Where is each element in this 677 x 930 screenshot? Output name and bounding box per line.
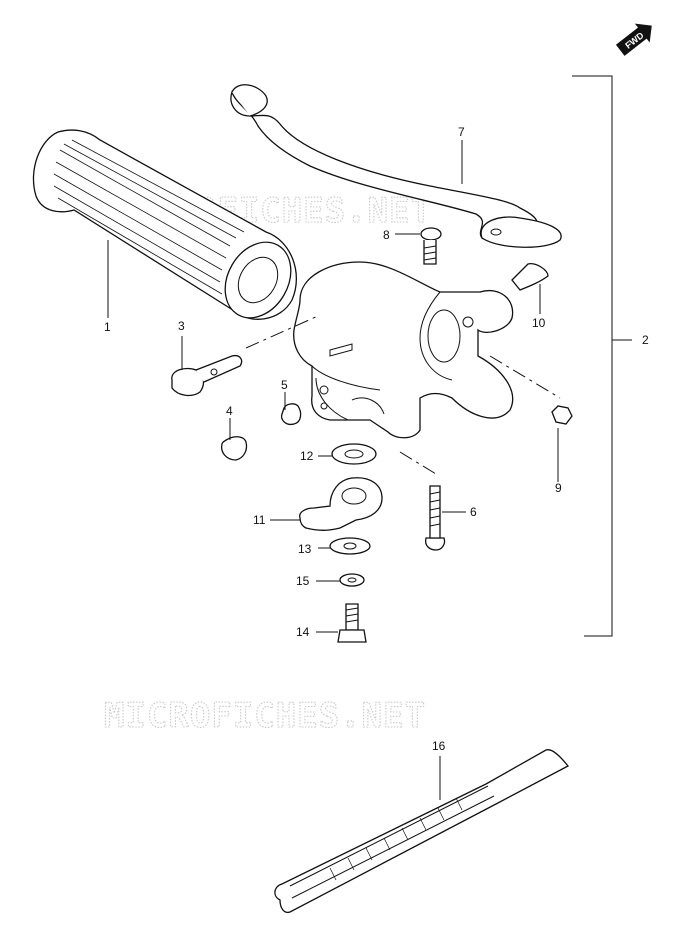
callout-2: 2 — [642, 333, 649, 347]
nut-part — [551, 405, 573, 425]
switch-housing-part — [293, 261, 514, 439]
adjuster-screw-part — [171, 354, 243, 397]
callout-7: 7 — [458, 125, 465, 139]
rubber-cap-part — [280, 403, 302, 426]
callout-11: 11 — [253, 513, 266, 527]
lever-part — [230, 84, 562, 248]
callout-14: 14 — [296, 625, 310, 639]
callout-16: 16 — [432, 739, 446, 753]
callout-1: 1 — [104, 320, 111, 334]
callout-13: 13 — [298, 542, 312, 556]
choke-lever-part — [299, 477, 383, 531]
screw-part — [424, 485, 446, 551]
callout-4: 4 — [226, 404, 233, 418]
cap-part — [220, 436, 248, 461]
assembly-bracket — [572, 75, 613, 637]
callout-12: 12 — [300, 449, 314, 463]
grip-part — [32, 129, 297, 320]
lever-bolt-part — [420, 227, 442, 265]
clip-part — [511, 263, 549, 291]
fwd-arrow-icon: FWD — [615, 23, 652, 56]
callout-3: 3 — [178, 319, 185, 333]
bolt-part — [337, 603, 367, 643]
leader-lines — [107, 140, 559, 800]
callout-15: 15 — [296, 574, 310, 588]
watermark-mid: MICROFICHES.NET — [104, 696, 426, 736]
callout-10: 10 — [532, 316, 546, 330]
callout-5: 5 — [281, 378, 288, 392]
cable-tie-part — [274, 749, 569, 914]
callout-9: 9 — [555, 481, 562, 495]
washer-part-13 — [329, 537, 371, 555]
callout-6: 6 — [470, 505, 477, 519]
washer-part-12 — [331, 443, 377, 465]
lock-washer-part — [339, 573, 365, 587]
callout-8: 8 — [383, 228, 390, 242]
